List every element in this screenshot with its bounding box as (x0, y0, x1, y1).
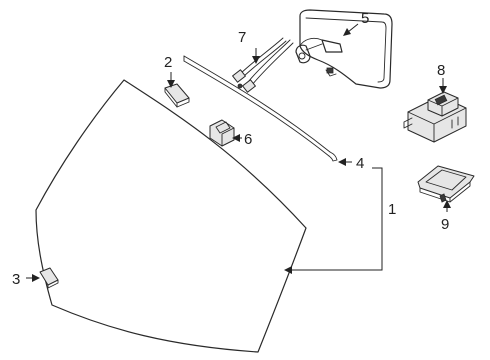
callout-1: 1 (388, 201, 396, 218)
callout-5: 5 (361, 10, 369, 27)
callout-7: 7 (238, 29, 246, 46)
glass-pad (39, 267, 59, 289)
callout-3: 3 (12, 271, 20, 288)
callout-6: 6 (244, 131, 252, 148)
callout-4: 4 (356, 155, 364, 172)
console-tray (417, 165, 475, 203)
windshield-molding (183, 55, 338, 162)
windshield-glass (35, 79, 307, 353)
mirror-wiring-harness (232, 37, 294, 93)
callout-2: 2 (164, 54, 172, 71)
callout-8: 8 (437, 62, 445, 79)
callout-9: 9 (441, 216, 449, 233)
sensor-bracket (209, 119, 235, 147)
rearview-mirror (295, 9, 393, 89)
overhead-control-module (403, 91, 467, 143)
mirror-mount-bracket (164, 83, 190, 108)
leader-lines (26, 23, 451, 282)
